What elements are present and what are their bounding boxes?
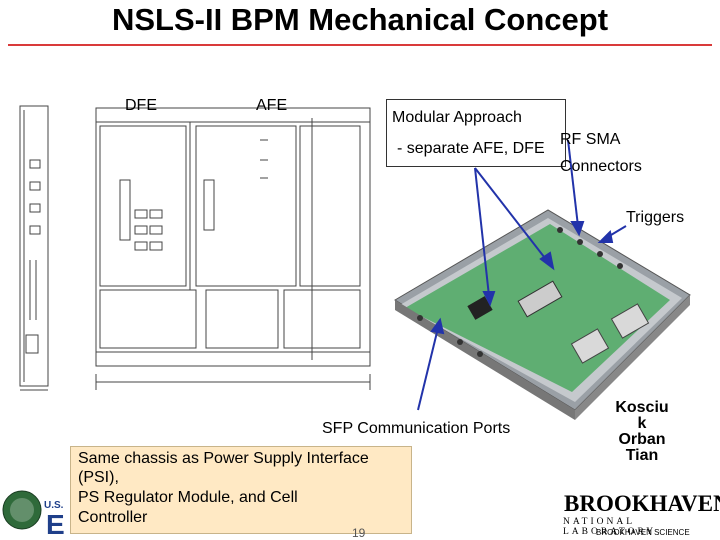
- doe-logo: U.S. E: [2, 490, 65, 538]
- doe-letters: U.S.: [44, 500, 64, 511]
- doe-big-letter: E: [46, 509, 65, 538]
- note-line-2: (PSI),: [78, 469, 119, 486]
- page-title: NSLS-II BPM Mechanical Concept: [111, 2, 609, 37]
- note-line-1: Same chassis as Power Supply Interface: [78, 450, 369, 467]
- doe-seal-icon: [2, 490, 42, 530]
- author-line-4: Tian: [625, 447, 659, 464]
- author-line-3: Orban: [618, 431, 666, 448]
- page-number: 19: [352, 526, 366, 540]
- modular-approach-line2: - separate AFE, DFE: [397, 140, 545, 157]
- author-line-2: k: [637, 415, 647, 432]
- authors-list: Kosciu k Orban Tian: [606, 400, 678, 464]
- brookhaven-logo-text: BROOKHAVEN: [564, 491, 720, 516]
- note-line-3: PS Regulator Module, and Cell: [78, 489, 298, 506]
- sfp-label: SFP Communication Ports: [322, 420, 511, 437]
- modular-approach-callout: [386, 99, 566, 167]
- author-line-1: Kosciu: [615, 399, 669, 416]
- note-line-4: Controller: [78, 509, 148, 526]
- brookhaven-science-text: BROOKHAVEN SCIENCE: [596, 528, 690, 537]
- rf-sma-label-line1: RF SMA: [560, 131, 621, 148]
- triggers-label: Triggers: [626, 209, 685, 226]
- title-divider: [8, 44, 712, 46]
- top-view-drawing: [95, 107, 371, 390]
- chassis-photo: [394, 209, 691, 420]
- dfe-label: DFE: [125, 97, 157, 114]
- side-view-drawing: [19, 105, 49, 391]
- note-box: [70, 446, 412, 534]
- afe-label: AFE: [256, 97, 288, 114]
- callout-arrows: [417, 139, 627, 411]
- rf-sma-label-line2: Connectors: [560, 158, 642, 175]
- lab-name-text: NATIONAL LABORATORY: [563, 517, 657, 537]
- modular-approach-line1: Modular Approach: [392, 109, 522, 126]
